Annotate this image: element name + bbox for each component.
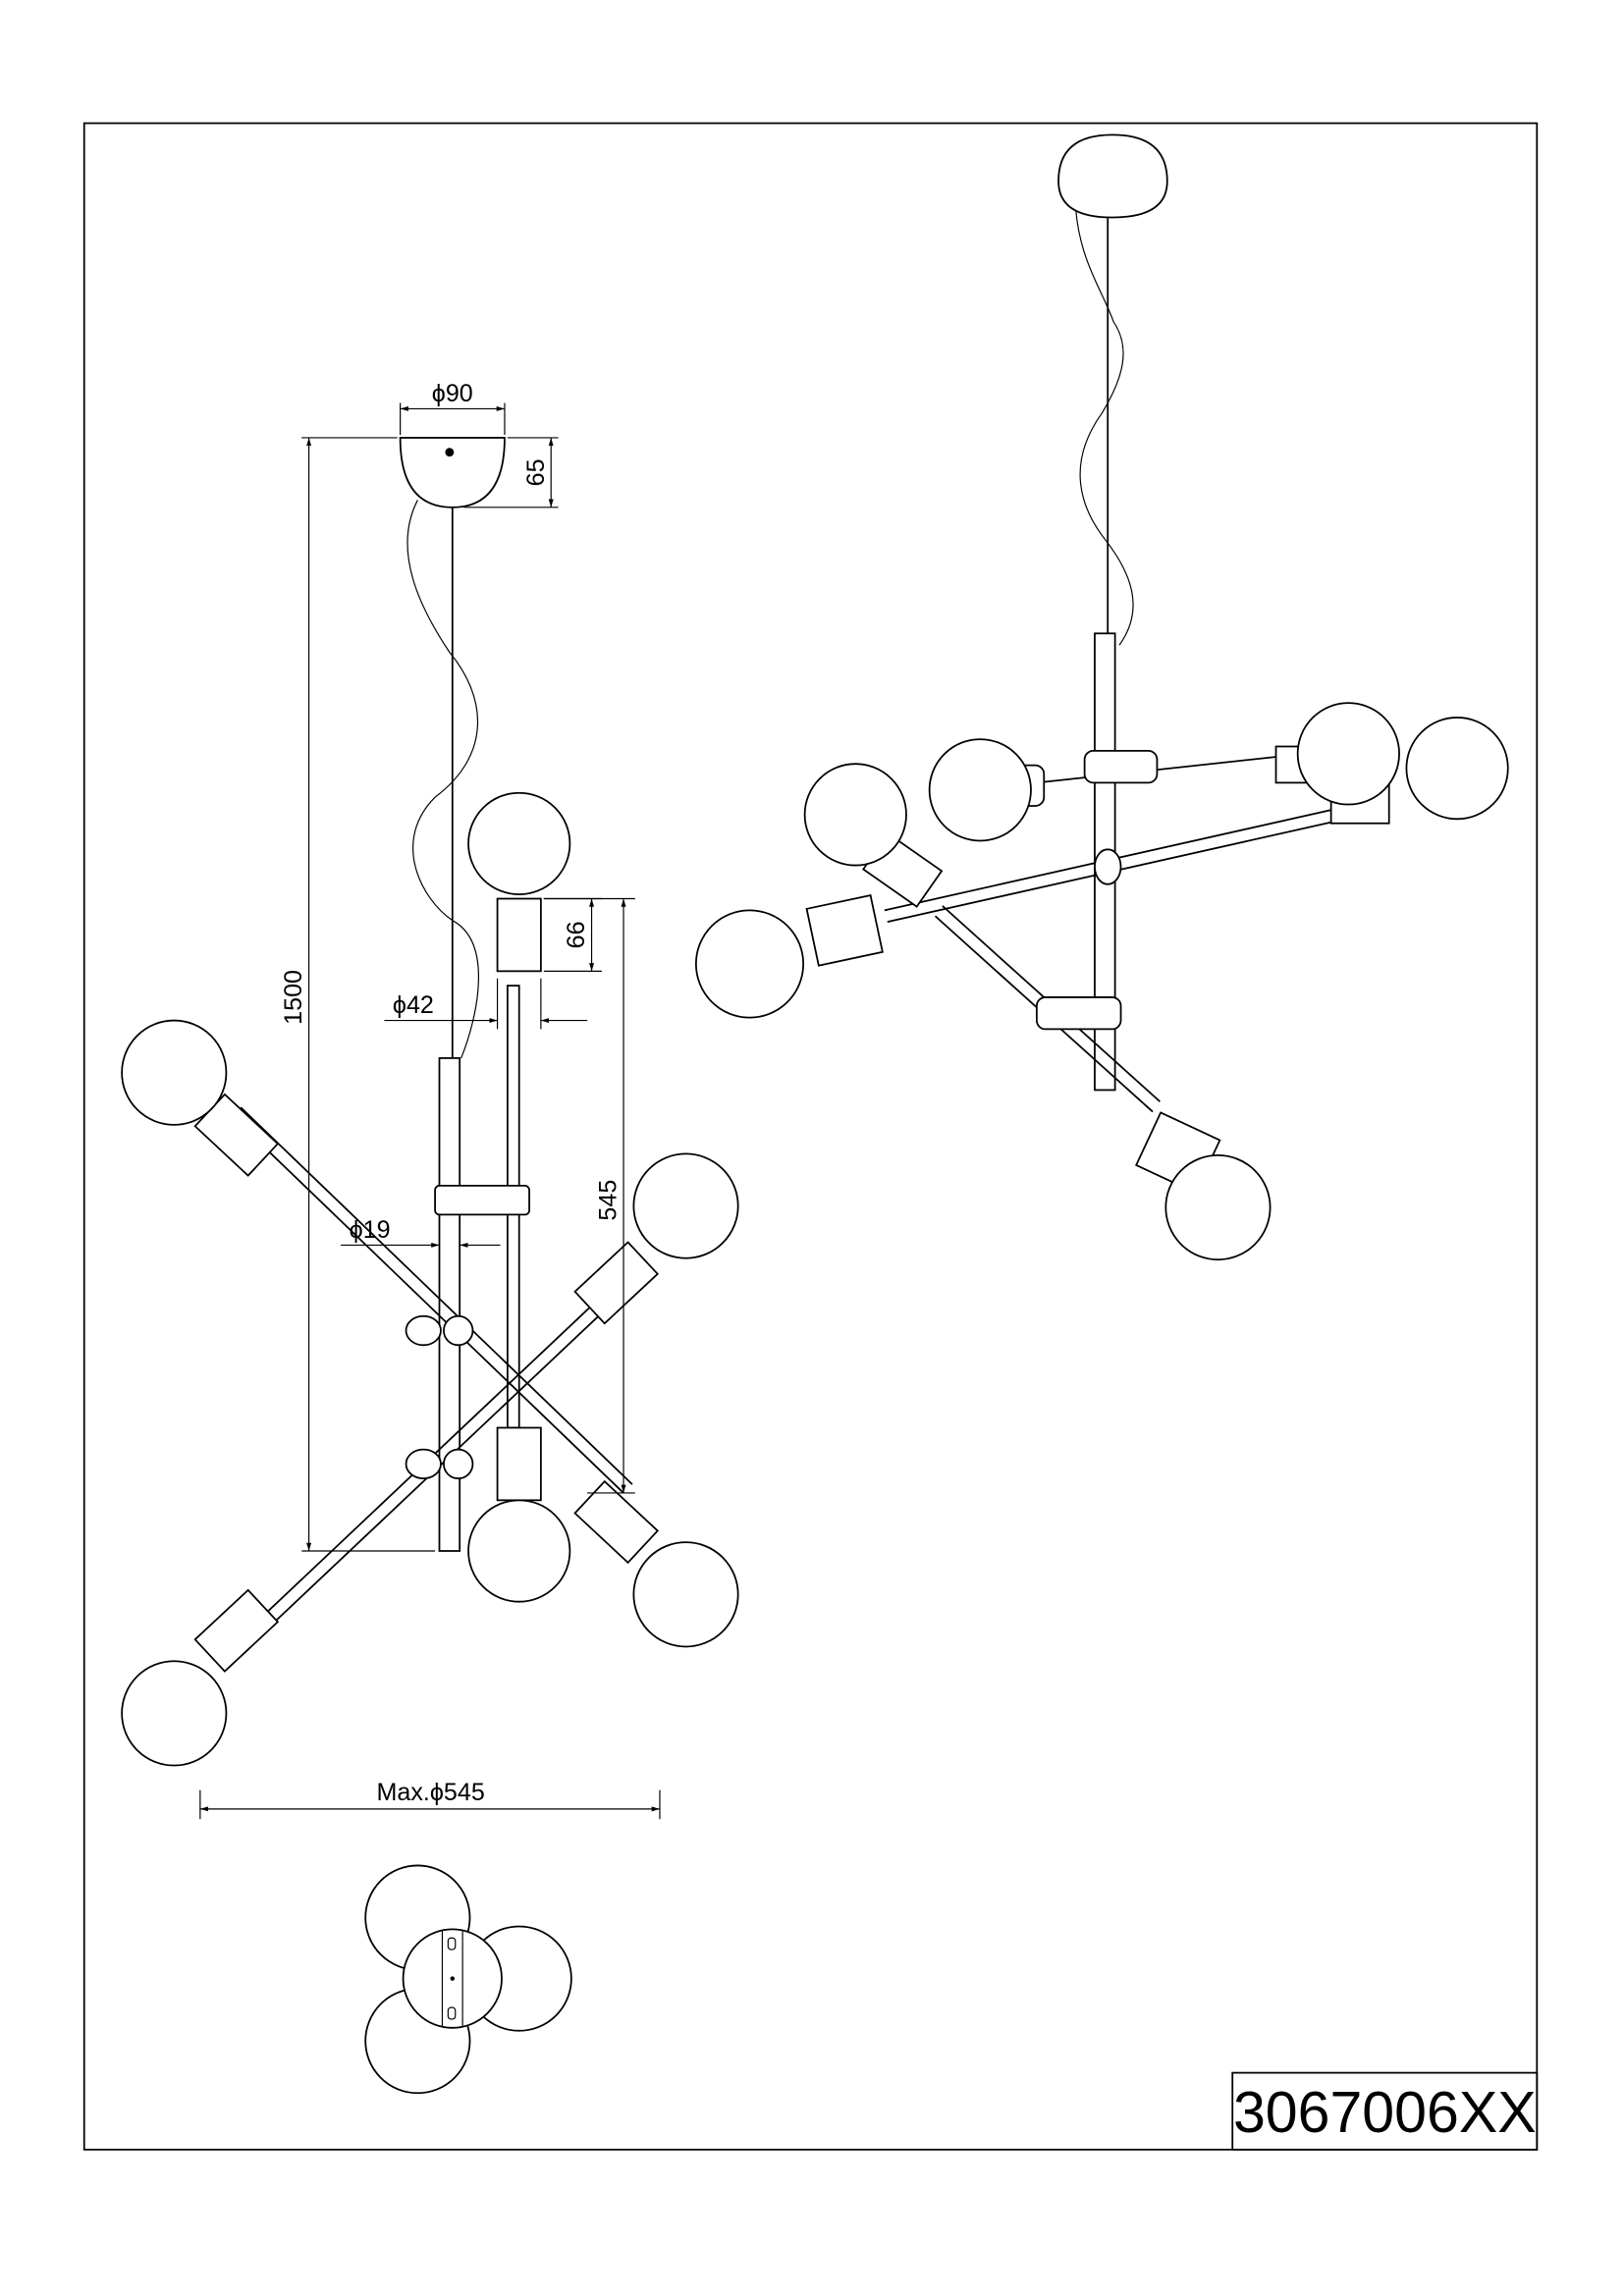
svg-text:Max.ϕ545: Max.ϕ545 <box>376 1779 484 1806</box>
dim-tube-diameter: ϕ19 <box>341 1216 501 1248</box>
product-code: 3067006XX <box>1233 2080 1537 2145</box>
bulb <box>121 1660 228 1767</box>
bulb <box>632 1541 739 1648</box>
canopy <box>399 437 506 508</box>
title-block: 3067006XX <box>1231 2071 1539 2151</box>
top-view <box>364 1864 572 2095</box>
canopy <box>1057 133 1168 219</box>
socket <box>573 1479 660 1565</box>
svg-text:ϕ90: ϕ90 <box>432 380 473 407</box>
bulb <box>928 738 1032 842</box>
svg-text:ϕ19: ϕ19 <box>350 1216 391 1244</box>
joint <box>405 1448 442 1480</box>
bulb <box>467 791 571 895</box>
dim-socket-diameter: ϕ42 <box>384 978 588 1030</box>
dim-canopy-height: 65 <box>463 437 559 508</box>
dim-canopy-diameter: ϕ90 <box>400 380 506 435</box>
bulb <box>803 763 907 867</box>
arm <box>231 1115 624 1494</box>
bulb <box>467 1499 571 1603</box>
dim-rod-spacing: 545 <box>543 897 635 1494</box>
svg-text:65: 65 <box>522 458 550 486</box>
bulb <box>1405 717 1509 821</box>
socket <box>496 1426 542 1502</box>
perspective-view <box>694 133 1509 1261</box>
sheet-frame <box>82 122 1539 2151</box>
bulb <box>121 1019 228 1126</box>
svg-text:1500: 1500 <box>280 970 307 1025</box>
joint <box>405 1314 442 1347</box>
svg-text:545: 545 <box>595 1180 623 1221</box>
svg-text:ϕ42: ϕ42 <box>393 991 434 1019</box>
socket <box>573 1241 660 1325</box>
center-tube <box>438 1057 461 1552</box>
dim-max-diameter: Max.ϕ545 <box>199 1779 661 1820</box>
bulb <box>632 1152 739 1259</box>
bulb <box>694 909 805 1019</box>
power-cord <box>406 500 479 1059</box>
bulb <box>1164 1153 1272 1261</box>
socket <box>193 1588 280 1673</box>
clamp-ring <box>434 1185 530 1216</box>
svg-text:66: 66 <box>563 921 590 948</box>
dim-socket-height: 66 <box>543 897 602 972</box>
bulb <box>1296 702 1400 806</box>
socket <box>496 897 542 973</box>
front-view: ϕ90 65 1500 66 ϕ42 545 <box>121 380 739 1820</box>
dim-total-height: 1500 <box>280 437 436 1552</box>
